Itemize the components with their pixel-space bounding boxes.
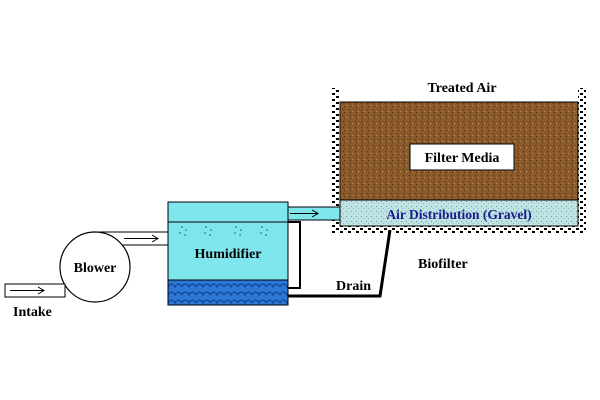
- drain-pipe: [288, 229, 392, 298]
- humidifier: Humidifier: [167, 201, 301, 306]
- right-wall: [578, 88, 586, 230]
- humidifier-air-zone: [167, 221, 289, 281]
- blower: Blower: [59, 231, 169, 303]
- bottom-wall: [332, 226, 586, 234]
- gravel-layer: [339, 199, 579, 227]
- spray-droplets: [179, 226, 268, 236]
- filter-media-label: Filter Media: [425, 151, 500, 166]
- humidifier-top: [167, 201, 289, 223]
- biofilter-label: Biofilter: [418, 257, 468, 272]
- treated-air-label: Treated Air: [427, 81, 496, 96]
- drain-label: Drain: [336, 279, 371, 294]
- intake-label: Intake: [13, 305, 52, 320]
- blower-housing: [59, 231, 131, 303]
- humidifier-outlet-pipe: [287, 206, 341, 221]
- humidifier-label: Humidifier: [195, 247, 262, 262]
- left-wall: [332, 88, 340, 230]
- recirculation-pipe: [288, 221, 301, 289]
- filter-media-label-box: [409, 143, 515, 171]
- air-distribution-label: Air Distribution (Gravel): [386, 207, 531, 222]
- intake-pipe: [4, 283, 66, 298]
- humidifier-water: [167, 279, 289, 306]
- blower-label: Blower: [74, 261, 117, 276]
